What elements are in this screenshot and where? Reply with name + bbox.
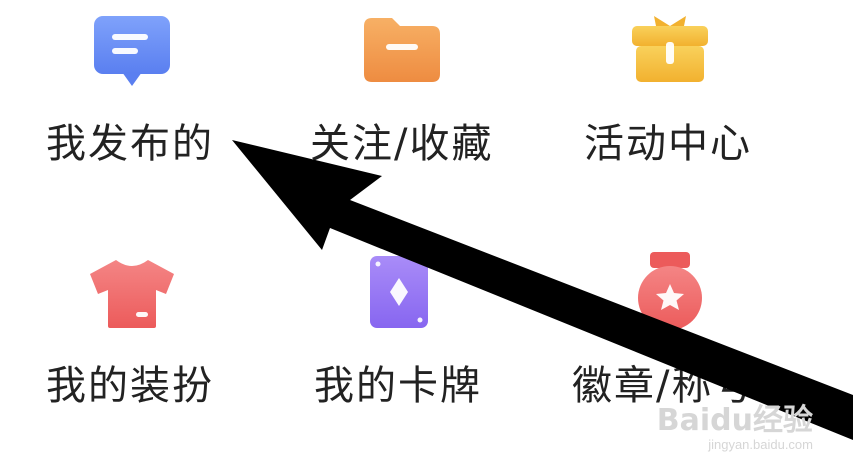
menu-item-label: 关注/收藏 [310, 121, 494, 167]
watermark: Baidu经验 jingyan.baidu.com [657, 405, 813, 453]
menu-item-label: 我的装扮 [46, 363, 214, 409]
medal-icon [638, 252, 702, 330]
watermark-logo-text: Baidu经验 [656, 403, 813, 438]
menu-item-label: 我发布的 [46, 121, 214, 167]
menu-item-my-outfits[interactable]: 我的装扮 [0, 240, 260, 440]
menu-item-label: 活动中心 [584, 121, 752, 167]
card-icon [370, 256, 428, 328]
menu-item-activity-center[interactable]: 活动中心 [540, 0, 800, 200]
chat-bubble-icon [94, 16, 170, 86]
folder-icon [364, 18, 440, 82]
menu-item-my-cards[interactable]: 我的卡牌 [270, 240, 530, 440]
menu-item-follow-favorites[interactable]: 关注/收藏 [270, 0, 530, 200]
menu-item-label: 我的卡牌 [314, 363, 482, 409]
menu-item-my-posts[interactable]: 我发布的 [0, 0, 260, 200]
watermark-url: jingyan.baidu.com [708, 437, 813, 452]
gift-icon [632, 16, 708, 82]
tshirt-icon [90, 260, 174, 328]
